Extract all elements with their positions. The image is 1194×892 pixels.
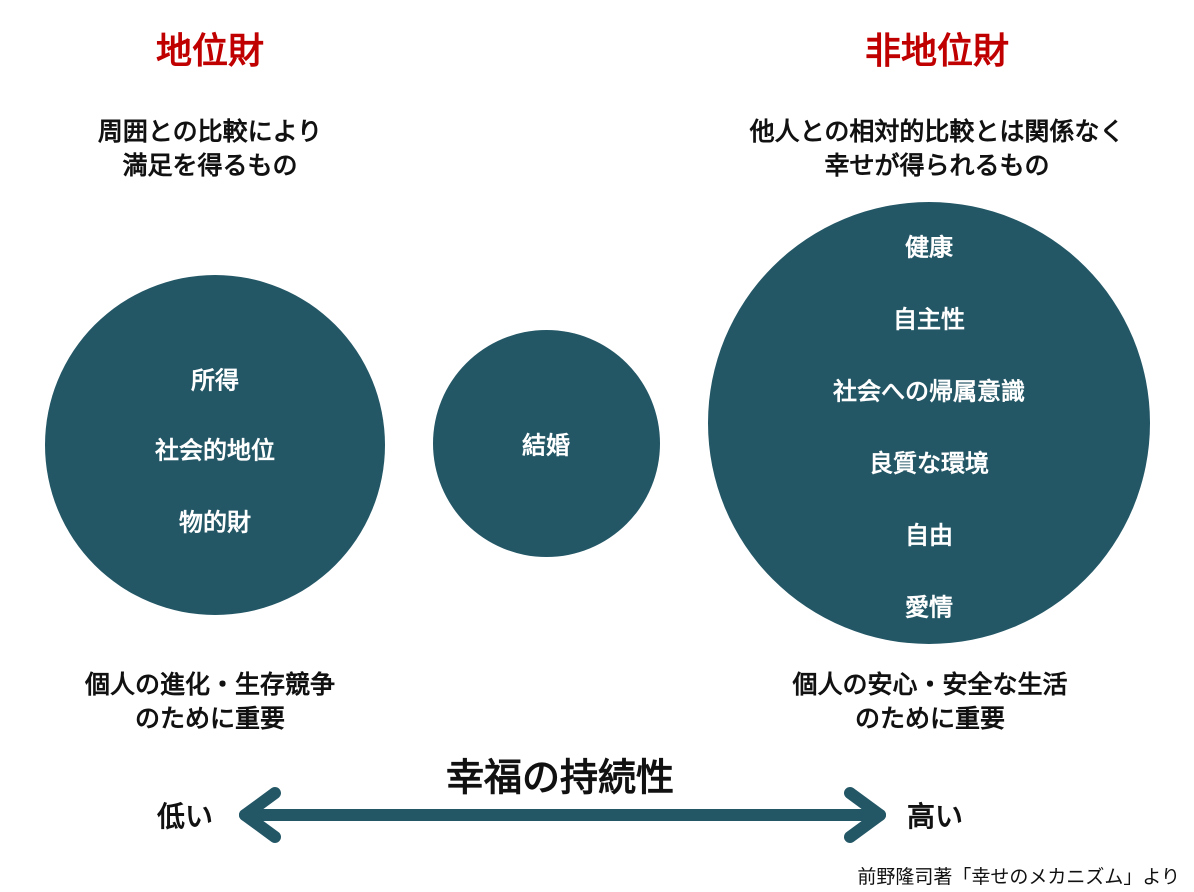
right-item: 社会への帰属意識 [833, 377, 1025, 406]
right-item: 自主性 [893, 305, 965, 334]
right-desc-line1: 他人との相対的比較とは関係なく [749, 117, 1125, 146]
left-desc-line2: 満足を得るもの [122, 151, 298, 180]
non-positional-goods-title: 非地位財 [864, 31, 1010, 72]
right-desc-line2: 幸せが得られるもの [824, 151, 1050, 180]
right-item: 良質な環境 [869, 449, 989, 478]
axis-low-label: 低い [156, 800, 214, 833]
right-item: 自由 [905, 521, 953, 550]
right-bottom-line2: のために重要 [854, 704, 1006, 733]
positional-goods-title: 地位財 [155, 31, 265, 72]
marriage-circle [433, 330, 660, 557]
middle-item: 結婚 [522, 431, 570, 460]
axis-high-label: 高い [906, 800, 964, 833]
right-item: 愛情 [905, 593, 953, 622]
right-bottom-line1: 個人の安心・安全な生活 [792, 670, 1068, 699]
left-bottom-line2: のために重要 [134, 704, 286, 733]
axis-title: 幸福の持続性 [445, 755, 675, 800]
left-item: 社会的地位 [155, 436, 275, 465]
left-item: 所得 [191, 366, 239, 395]
citation: 前野隆司著「幸せのメカニズム」より [857, 866, 1180, 888]
positional-goods-circle [45, 275, 385, 615]
left-item: 物的財 [179, 508, 251, 537]
left-desc-line1: 周囲との比較により [97, 117, 323, 146]
left-bottom-line1: 個人の進化・生存競争 [84, 670, 336, 699]
non-positional-goods-circle [708, 202, 1150, 644]
right-item: 健康 [905, 233, 953, 262]
